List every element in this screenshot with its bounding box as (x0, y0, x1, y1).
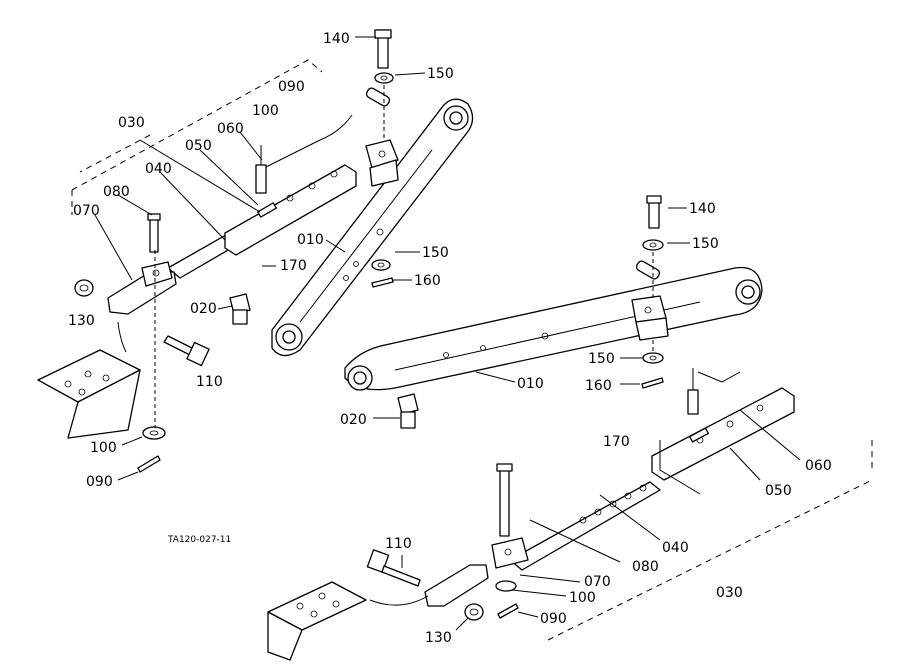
callout-090-left: 090 (86, 474, 113, 490)
callout-150-mid-left: 150 (422, 245, 449, 261)
pin-080-right (496, 463, 513, 537)
callout-040-left: 040 (145, 161, 172, 177)
callout-030-right: 030 (716, 585, 743, 601)
callout-100-top: 100 (252, 103, 279, 119)
callout-020-left: 020 (190, 301, 217, 317)
callout-090-right: 090 (540, 611, 567, 627)
callout-140-top-right: 140 (689, 201, 716, 217)
callout-160-mid-left: 160 (414, 273, 441, 289)
callout-020-lower: 020 (340, 412, 367, 428)
callout-080-left: 080 (103, 184, 130, 200)
chain-link-top-left (365, 87, 391, 107)
callout-070-left: 070 (73, 203, 100, 219)
lower-link-right (344, 266, 763, 391)
callout-160-lower-right: 160 (585, 378, 612, 394)
yoke-left (107, 261, 177, 315)
pin-140-top-left (374, 29, 392, 69)
chain-right (687, 368, 741, 415)
callout-100-left: 100 (90, 440, 117, 456)
nut-130-left (74, 279, 94, 297)
callout-110-left: 110 (196, 374, 223, 390)
callout-060-left: 060 (217, 121, 244, 137)
group-030-boundary-right (547, 440, 873, 641)
pin-020-lower (397, 393, 419, 429)
pin-080-left (147, 213, 161, 253)
washer-150-top-left (374, 72, 394, 84)
callout-140-top-left: 140 (323, 31, 350, 47)
callout-130-left: 130 (68, 313, 95, 329)
yoke-right (424, 537, 529, 607)
stabilizer-left (167, 164, 357, 279)
pin-140-top-right (646, 195, 662, 229)
link-bracket-left (365, 139, 399, 187)
washer-150-top-right (642, 239, 664, 251)
callout-070-right: 070 (584, 574, 611, 590)
callout-040-right: 040 (662, 540, 689, 556)
washer-150-lower-right (641, 352, 664, 389)
callout-010-left: 010 (297, 232, 324, 248)
pin-020-left (229, 293, 251, 325)
callout-110-right: 110 (385, 536, 412, 552)
nut-130-right (464, 603, 484, 621)
callout-010-right: 010 (517, 376, 544, 392)
lower-link-left (271, 98, 474, 357)
link-bracket-right (631, 295, 669, 341)
callout-150-lower-right: 150 (588, 351, 615, 367)
callout-060-right: 060 (805, 458, 832, 474)
callout-050-left: 050 (185, 138, 212, 154)
bolt-110-left (163, 335, 210, 367)
callout-130-right: 130 (425, 630, 452, 646)
callout-150-top-right: 150 (692, 236, 719, 252)
washer-100-left (142, 426, 166, 440)
callout-170-right: 170 (603, 434, 630, 450)
callout-150-top-left: 150 (427, 66, 454, 82)
stabilizer-right (509, 387, 795, 571)
washer-150-mid-left (371, 259, 394, 288)
leader-lines (94, 36, 801, 631)
callout-090-top: 090 (278, 79, 305, 95)
callout-080-right: 080 (632, 559, 659, 575)
callout-050-right: 050 (765, 483, 792, 499)
washer-100-right (495, 580, 517, 592)
figure-code: TA120-027-11 (167, 535, 231, 545)
bolt-110-right (366, 549, 421, 587)
callout-030-left: 030 (118, 115, 145, 131)
chain-link-top-right (635, 260, 661, 280)
mount-bracket-right (267, 581, 429, 661)
pin-090-left (137, 455, 161, 473)
callout-170-left: 170 (280, 258, 307, 274)
callout-100-right: 100 (569, 590, 596, 606)
mount-bracket-left (37, 321, 141, 439)
chain-left (255, 114, 353, 194)
pin-090-right (497, 603, 519, 619)
